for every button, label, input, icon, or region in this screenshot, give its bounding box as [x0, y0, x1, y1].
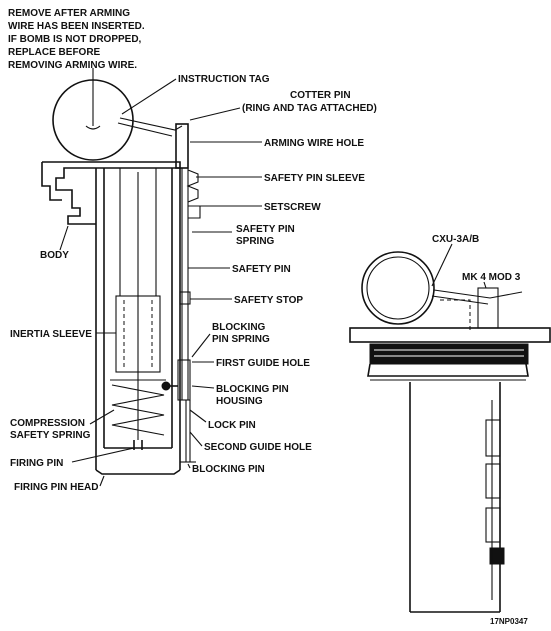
label-safety-stop: SAFETY STOP: [234, 295, 303, 306]
warning-line-4: REPLACE BEFORE: [8, 47, 101, 58]
label-arming-wire-hole: ARMING WIRE HOLE: [264, 138, 364, 149]
label-cotter-pin-sub: (RING AND TAG ATTACHED): [242, 103, 377, 114]
label-cxu: CXU-3A/B: [432, 234, 479, 245]
warning-line-2: WIRE HAS BEEN INSERTED.: [8, 21, 145, 32]
figure-id: 17NP0347: [490, 617, 528, 626]
installed-view-drawing: [349, 251, 551, 613]
label-safety-pin-sleeve: SAFETY PIN SLEEVE: [264, 173, 365, 184]
fuze-body-drawing: [41, 123, 201, 475]
warning-line-5: REMOVING ARMING WIRE.: [8, 60, 137, 71]
label-blocking-pin-housing-2: HOUSING: [216, 396, 263, 407]
instruction-tag-drawing: [52, 68, 183, 161]
warning-line-3: IF BOMB IS NOT DROPPED,: [8, 34, 142, 45]
label-second-guide-hole: SECOND GUIDE HOLE: [204, 442, 312, 453]
label-safety-pin-spring-1: SAFETY PIN: [236, 224, 295, 235]
label-firing-pin: FIRING PIN: [10, 458, 63, 469]
label-blocking-pin: BLOCKING PIN: [192, 464, 265, 475]
label-compression-spring-2: SAFETY SPRING: [10, 430, 91, 441]
leader-lines: [59, 78, 262, 487]
label-blocking-pin-spring-1: BLOCKING: [212, 322, 266, 333]
label-blocking-pin-spring-2: PIN SPRING: [212, 334, 270, 345]
installed-view-labels: CXU-3A/B MK 4 MOD 3 17NP0347: [431, 234, 528, 626]
label-first-guide-hole: FIRST GUIDE HOLE: [216, 358, 310, 369]
label-blocking-pin-housing-1: BLOCKING PIN: [216, 384, 289, 395]
label-safety-pin-spring-2: SPRING: [236, 236, 275, 247]
label-safety-pin: SAFETY PIN: [232, 264, 291, 275]
label-cotter-pin: COTTER PIN: [290, 90, 351, 101]
label-inertia-sleeve: INERTIA SLEEVE: [10, 329, 92, 340]
label-body: BODY: [40, 250, 69, 261]
label-instruction-tag: INSTRUCTION TAG: [178, 74, 270, 85]
warning-note: REMOVE AFTER ARMING WIRE HAS BEEN INSERT…: [8, 8, 145, 71]
label-lock-pin: LOCK PIN: [208, 420, 256, 431]
label-setscrew: SETSCREW: [264, 202, 321, 213]
label-firing-pin-head: FIRING PIN HEAD: [14, 482, 98, 493]
label-compression-spring-1: COMPRESSION: [10, 418, 85, 429]
main-view-labels: INSTRUCTION TAG COTTER PIN (RING AND TAG…: [10, 74, 377, 493]
label-mk4: MK 4 MOD 3: [462, 272, 521, 283]
warning-line-1: REMOVE AFTER ARMING: [8, 8, 130, 19]
